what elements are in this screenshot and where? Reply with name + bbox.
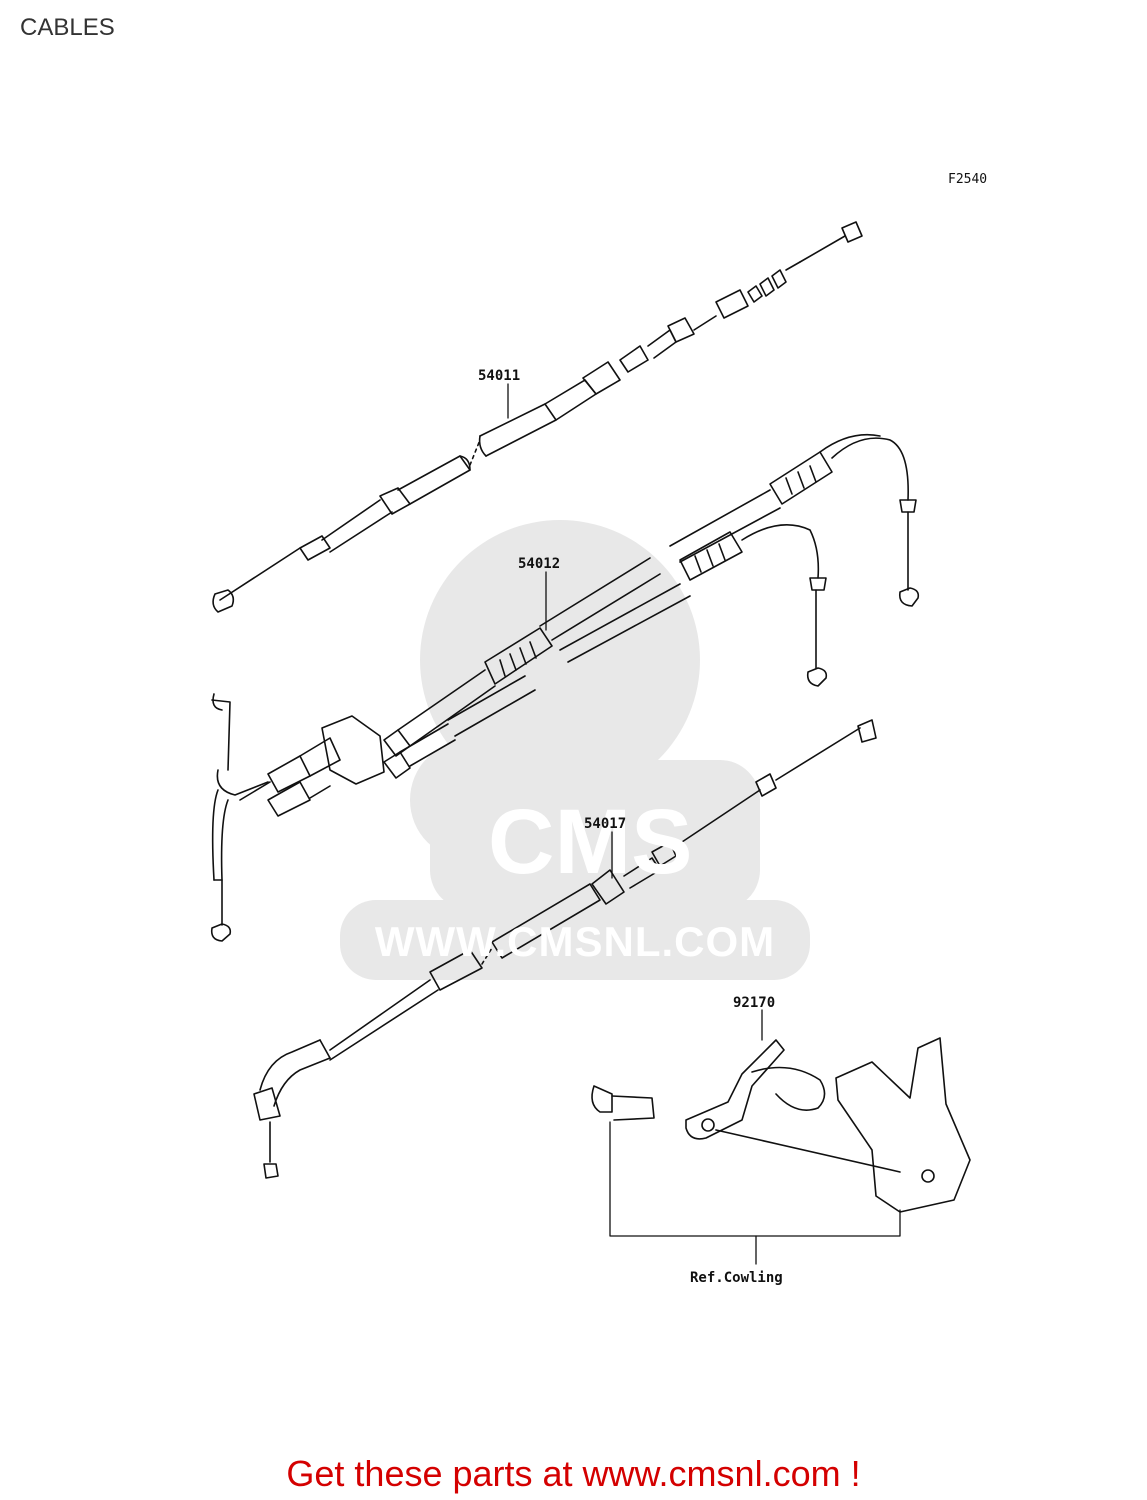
reference-cowling-label: Ref.Cowling	[690, 1270, 783, 1286]
part-label-54011[interactable]: 54011	[478, 368, 521, 384]
watermark-brand: CMS	[488, 791, 693, 893]
figure-code: F2540	[948, 172, 988, 187]
page-title: CABLES	[20, 14, 115, 41]
cable-54017	[253, 719, 877, 1179]
leader-lines	[507, 383, 901, 1265]
part-label-92170[interactable]: 92170	[733, 995, 776, 1011]
clamp-92170	[591, 1037, 971, 1213]
watermark-logo	[340, 520, 810, 980]
watermark-url: WWW.CMSNL.COM	[374, 918, 776, 965]
cable-54012	[210, 433, 920, 942]
footer-cta-link[interactable]: Get these parts at www.cmsnl.com !	[286, 1453, 861, 1494]
part-label-54017[interactable]: 54017	[584, 816, 627, 832]
part-label-54012[interactable]: 54012	[518, 556, 561, 572]
cable-54011	[212, 221, 863, 613]
